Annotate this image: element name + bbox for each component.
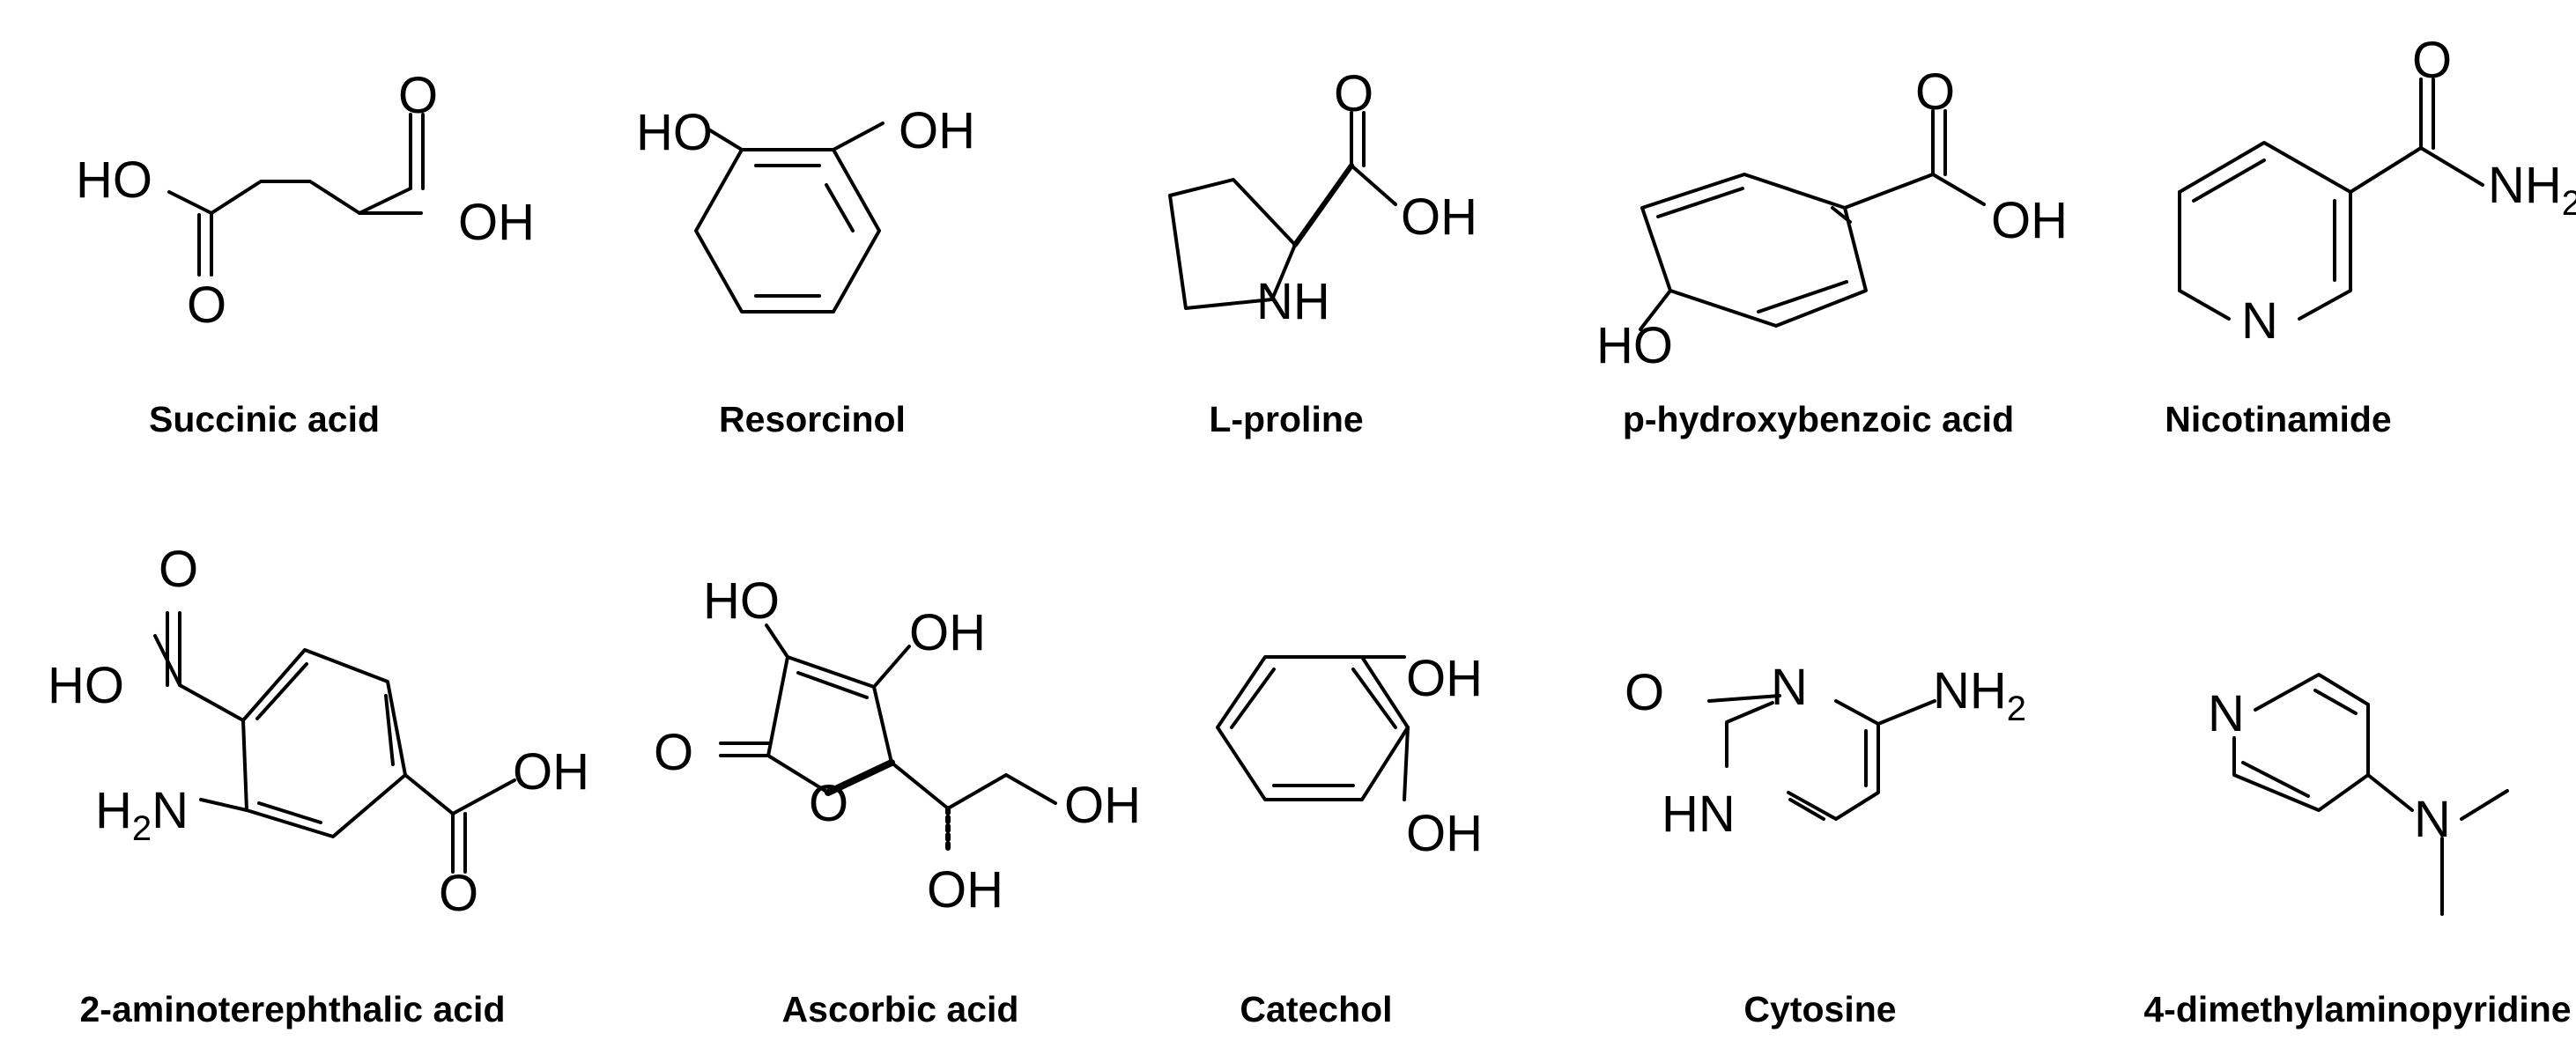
p-hydroxybenzoic-acid-name: p-hydroxybenzoic acid xyxy=(1623,399,2014,439)
dmap-name: 4-dimethylaminopyridine xyxy=(2143,989,2571,1029)
dmap-structure: N N xyxy=(2208,673,2509,916)
cytosine-nh-label: NH2 xyxy=(1933,662,2026,728)
nicotinamide-n-label: N xyxy=(2241,292,2278,350)
succinic-oh-label: OH xyxy=(458,194,535,251)
succinic-ho-label: HO xyxy=(76,151,152,209)
dmap-n-label-2: N xyxy=(2414,791,2451,848)
proline-o-label: O xyxy=(1334,65,1373,122)
succinic-o-label-2: O xyxy=(398,67,438,124)
phba-oh-label: OH xyxy=(1991,192,2068,249)
ascorbic-oh-label-1: OH xyxy=(909,604,986,661)
cytosine-o-label: O xyxy=(1625,664,1664,721)
ascorbic-oh-label-2: OH xyxy=(1064,777,1141,834)
catechol-structure: OH OH xyxy=(1216,650,1483,862)
resorcinol-name: Resorcinol xyxy=(719,399,906,439)
cytosine-name: Cytosine xyxy=(1743,989,1896,1029)
nicotinamide-nh-label: NH2 xyxy=(2488,157,2576,223)
2-aminoterephthalic-acid-structure: O HO H2N OH O xyxy=(48,541,589,922)
phba-ho-label: HO xyxy=(1596,317,1673,374)
catechol-oh-label-1: OH xyxy=(1406,650,1483,707)
ascorbic-acid-structure: HO OH O O OH OH xyxy=(654,572,1141,919)
resorcinol-ho-label: HO xyxy=(636,104,713,161)
nicotinamide-subscript: 2 xyxy=(2562,184,2576,223)
succinic-o-label-1: O xyxy=(187,277,226,334)
phba-o-label: O xyxy=(1915,63,1955,121)
l-proline-structure: O OH NH xyxy=(1168,65,1477,330)
nicotinamide-name: Nicotinamide xyxy=(2165,399,2391,439)
resorcinol-oh-label: OH xyxy=(899,102,975,159)
resorcinol-structure: HO OH xyxy=(636,102,975,314)
proline-nh-label: NH xyxy=(1256,273,1330,330)
nicotinamide-o-label: O xyxy=(2412,32,2452,89)
catechol-name: Catechol xyxy=(1240,989,1392,1029)
succinic-acid-name: Succinic acid xyxy=(149,399,380,439)
cytosine-structure: O N NH2 HN xyxy=(1625,659,2026,843)
atpa-ho-label: HO xyxy=(48,657,124,714)
ascorbic-o-label-2: O xyxy=(809,775,848,832)
ascorbic-acid-name: Ascorbic acid xyxy=(782,989,1019,1029)
succinic-acid-structure: HO O O OH xyxy=(76,67,535,334)
atpa-h2n-label: H2N xyxy=(95,782,189,848)
ascorbic-o-label-1: O xyxy=(654,724,693,781)
dmap-n-label-1: N xyxy=(2208,685,2245,742)
ascorbic-ho-label: HO xyxy=(703,572,780,630)
2-aminoterephthalic-acid-name: 2-aminoterephthalic acid xyxy=(79,989,505,1029)
l-proline-name: L-proline xyxy=(1209,399,1363,439)
proline-oh-label: OH xyxy=(1401,188,1477,246)
ascorbic-oh-label-3: OH xyxy=(927,861,1003,919)
nicotinamide-structure: O NH2 N xyxy=(2178,32,2576,350)
catechol-oh-label-2: OH xyxy=(1406,805,1483,862)
cytosine-hn-label: HN xyxy=(1662,786,1736,843)
atpa-o-label-2: O xyxy=(439,865,478,922)
atpa-oh-label: OH xyxy=(513,743,589,800)
p-hydroxybenzoic-acid-structure: O OH HO xyxy=(1596,63,2068,374)
cytosine-n-label: N xyxy=(1771,659,1808,716)
atpa-o-label-1: O xyxy=(159,541,198,598)
